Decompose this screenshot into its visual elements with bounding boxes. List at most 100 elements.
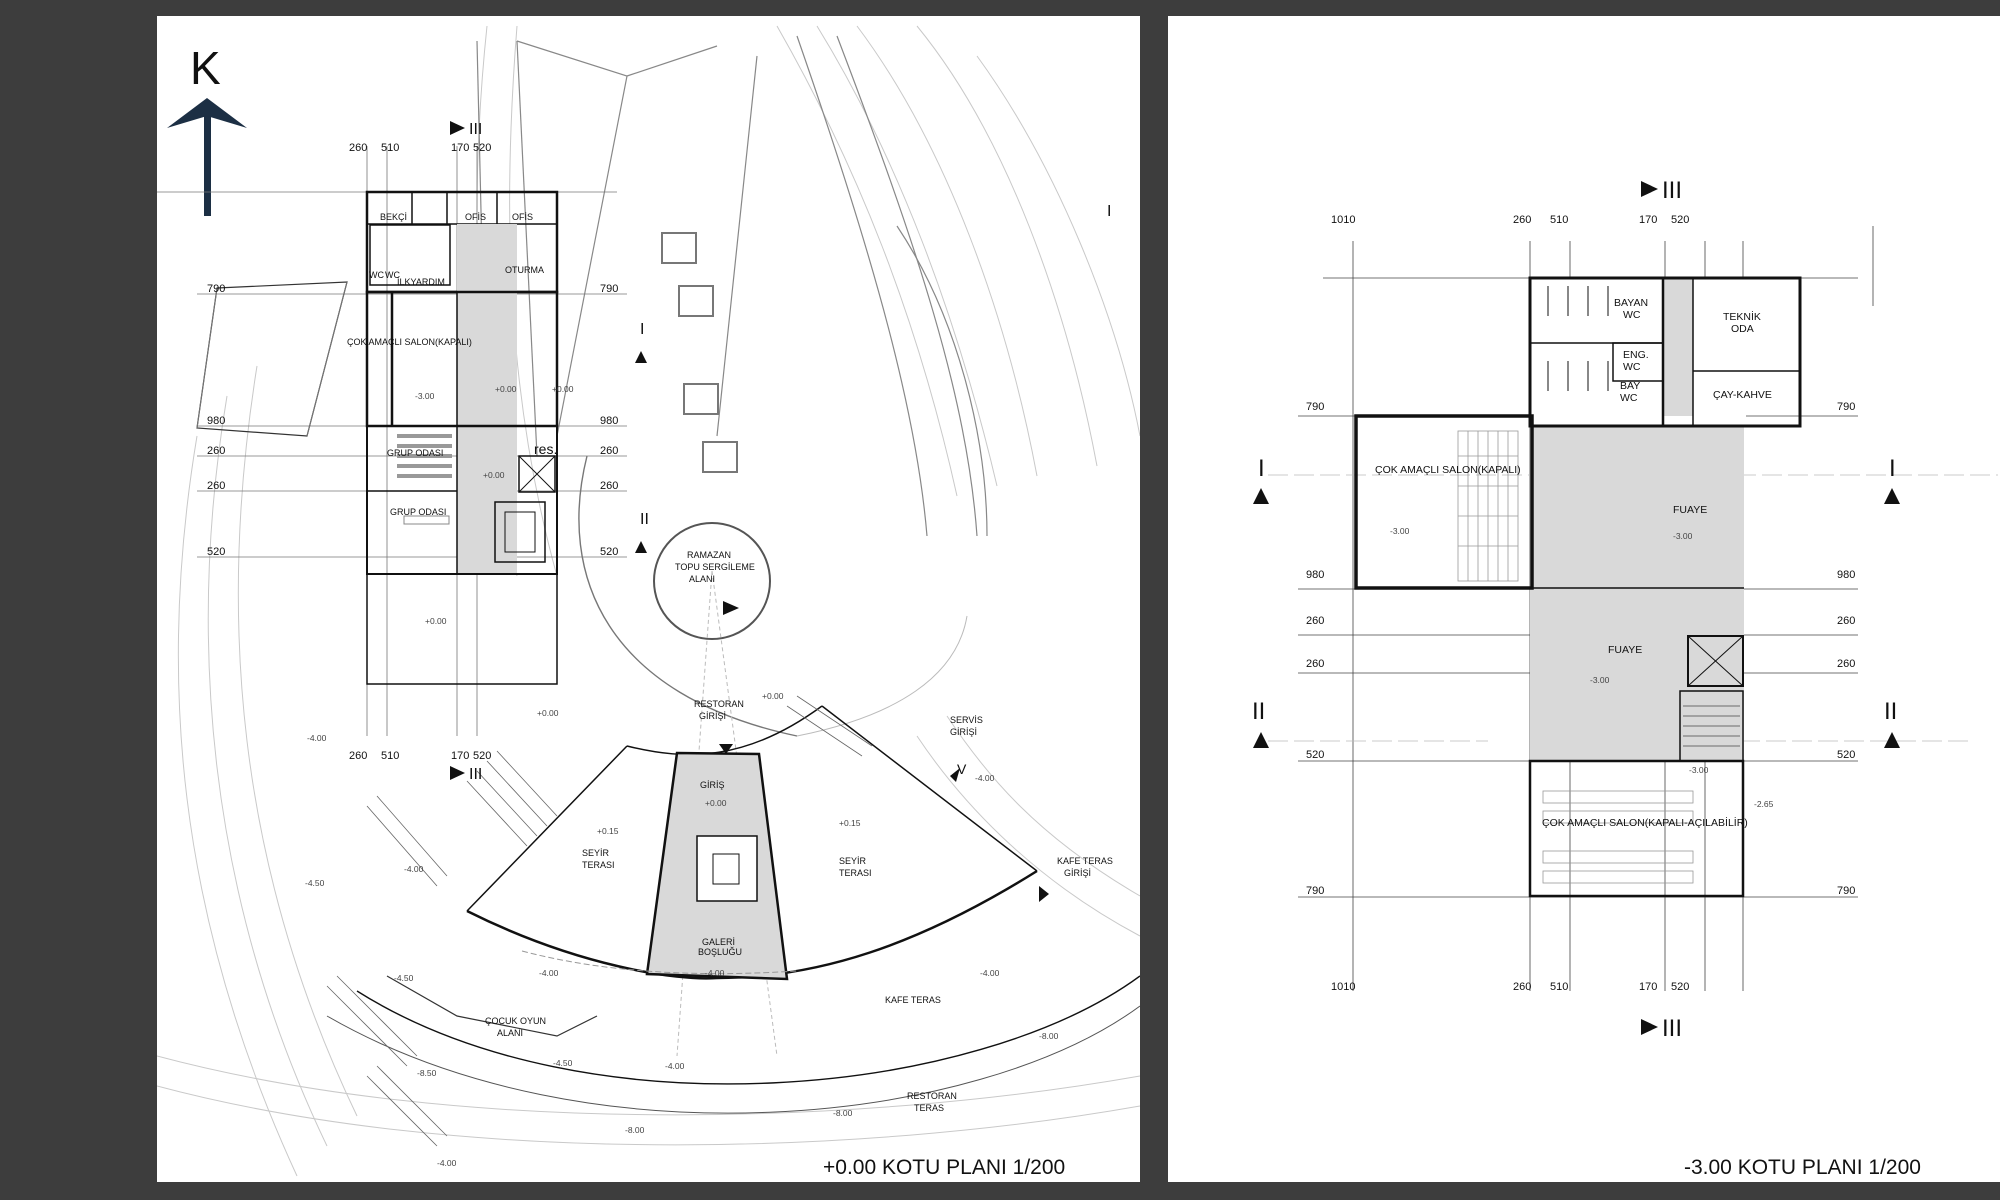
level-mark: -3.00 bbox=[415, 391, 435, 401]
room-bekci: BEKÇİ bbox=[380, 212, 407, 222]
room-bayan-1: BAYAN bbox=[1614, 297, 1648, 309]
room-eng-1: ENG. bbox=[1623, 349, 1649, 361]
level-mark: +0.00 bbox=[537, 708, 559, 718]
dim-bottom-3: 170 bbox=[451, 750, 469, 762]
label-restoran-giris-2: GİRİŞİ bbox=[699, 711, 726, 721]
room-restoran-teras-1: RESTORAN bbox=[907, 1091, 957, 1101]
room-res: res. bbox=[534, 441, 557, 457]
entrance-arrow-icon bbox=[950, 768, 960, 782]
room-cocuk-2: ALANI bbox=[497, 1028, 523, 1038]
ground-floor-plan-sheet: K bbox=[157, 16, 1140, 1182]
level-mark: -3.00 bbox=[1673, 531, 1693, 541]
section-i-right: I bbox=[1107, 203, 1111, 220]
room-seyir-right-2: TERASI bbox=[839, 868, 872, 878]
room-cok-amacli: ÇOK AMAÇLI SALON(KAPALI) bbox=[347, 337, 472, 347]
section-arrow-icon bbox=[635, 351, 647, 363]
dim-top-2: 260 bbox=[1513, 214, 1531, 226]
dim-side-4: 260 bbox=[207, 480, 225, 492]
label-servis-2: GİRİŞİ bbox=[950, 727, 977, 737]
level-mark: +0.15 bbox=[839, 818, 861, 828]
section-v: V bbox=[957, 761, 967, 777]
level-mark: +0.00 bbox=[762, 691, 784, 701]
room-ofis-1: OFİS bbox=[465, 212, 486, 222]
dim-left-6: 790 bbox=[1306, 885, 1324, 897]
north-arrow-icon bbox=[167, 98, 247, 216]
level-mark: -4.00 bbox=[975, 773, 995, 783]
level-mark: +0.00 bbox=[495, 384, 517, 394]
dim-side-right-1: 790 bbox=[600, 283, 618, 295]
level-mark: -4.00 bbox=[437, 1158, 457, 1168]
section-arrow-icon bbox=[1641, 181, 1658, 197]
section-iii-top: III bbox=[469, 121, 482, 138]
dim-side-right-5: 520 bbox=[600, 546, 618, 558]
room-restoran-teras-2: TERAS bbox=[914, 1103, 944, 1113]
level-mark: -4.50 bbox=[394, 973, 414, 983]
dim-left-2: 980 bbox=[1306, 569, 1324, 581]
level-mark: -8.00 bbox=[625, 1125, 645, 1135]
room-seyir-left-1: SEYİR bbox=[582, 848, 610, 858]
room-grup-1: GRUP ODASI bbox=[387, 448, 443, 458]
room-ofis-2: OFİS bbox=[512, 212, 533, 222]
room-bay-2: WC bbox=[1620, 392, 1638, 404]
dim-side-right-2: 980 bbox=[600, 415, 618, 427]
dim-top-5: 520 bbox=[1671, 214, 1689, 226]
room-kafe-teras: KAFE TERAS bbox=[885, 995, 941, 1005]
dim-side-5: 520 bbox=[207, 546, 225, 558]
label-ramazan-2: TOPU SERGİLEME bbox=[675, 562, 755, 572]
room-bay-1: BAY bbox=[1620, 380, 1640, 392]
entrance-arrow-icon bbox=[1039, 886, 1049, 902]
room-wc-2: WC bbox=[385, 270, 400, 280]
dim-side-2: 980 bbox=[207, 415, 225, 427]
level-mark: +0.00 bbox=[425, 616, 447, 626]
dim-top-1: 260 bbox=[349, 142, 367, 154]
room-cocuk-1: ÇOCUK OYUN bbox=[485, 1016, 546, 1026]
level-mark: -8.00 bbox=[1039, 1031, 1059, 1041]
section-iii-top: III bbox=[1662, 177, 1682, 204]
room-fuaye-2: FUAYE bbox=[1608, 644, 1642, 656]
level-mark: -4.00 bbox=[980, 968, 1000, 978]
dim-right-1: 790 bbox=[1837, 401, 1855, 413]
dim-left-4: 260 bbox=[1306, 658, 1324, 670]
room-cok-amacli-acilabilir: ÇOK AMAÇLI SALON(KAPALI-AÇILABİLİR) bbox=[1542, 816, 1748, 829]
dim-top-3: 510 bbox=[1550, 214, 1568, 226]
entrance-arrow-icon bbox=[719, 744, 733, 754]
room-oturma: OTURMA bbox=[505, 265, 544, 275]
dim-bottom-2: 260 bbox=[1513, 981, 1531, 993]
level-mark: -4.00 bbox=[539, 968, 559, 978]
section-ii-mid: II bbox=[640, 511, 649, 528]
dim-right-5: 520 bbox=[1837, 749, 1855, 761]
dim-top-2: 510 bbox=[381, 142, 399, 154]
dim-side-right-3: 260 bbox=[600, 445, 618, 457]
section-arrow-icon bbox=[635, 541, 647, 553]
dim-bottom-2: 510 bbox=[381, 750, 399, 762]
label-galeri-2: BOŞLUĞU bbox=[698, 947, 742, 957]
room-cok-amacli-kapali: ÇOK AMAÇLI SALON(KAPALI) bbox=[1375, 464, 1521, 476]
ground-floor-plan-drawing: K bbox=[157, 25, 1140, 1179]
level-mark: -3.00 bbox=[1390, 526, 1410, 536]
level-mark: +0.15 bbox=[597, 826, 619, 836]
dim-side-right-4: 260 bbox=[600, 480, 618, 492]
dim-right-6: 790 bbox=[1837, 885, 1855, 897]
level-mark: -3.00 bbox=[1689, 765, 1709, 775]
level-mark: +0.00 bbox=[552, 384, 574, 394]
section-arrow-icon bbox=[450, 766, 465, 780]
plan-title-ground: +0.00 KOTU PLANI 1/200 bbox=[823, 1156, 1065, 1179]
section-arrow-icon bbox=[1641, 1019, 1658, 1035]
section-arrow-icon bbox=[450, 121, 465, 135]
dim-right-3: 260 bbox=[1837, 615, 1855, 627]
room-seyir-left-2: TERASI bbox=[582, 860, 615, 870]
dim-bottom-1: 1010 bbox=[1331, 981, 1355, 993]
section-arrow-icon bbox=[1884, 732, 1900, 748]
level-mark: +0.00 bbox=[705, 798, 727, 808]
level-mark: -8.00 bbox=[833, 1108, 853, 1118]
room-wc-1: WC bbox=[369, 270, 384, 280]
label-servis-1: SERVİS bbox=[950, 715, 983, 725]
room-fuaye-1: FUAYE bbox=[1673, 504, 1707, 516]
dim-left-3: 260 bbox=[1306, 615, 1324, 627]
level-mark: -2.65 bbox=[1754, 799, 1774, 809]
section-arrow-icon bbox=[1884, 488, 1900, 504]
level-mark: -4.50 bbox=[305, 878, 325, 888]
dim-right-2: 980 bbox=[1837, 569, 1855, 581]
dim-side-3: 260 bbox=[207, 445, 225, 457]
level-mark: -4.00 bbox=[404, 864, 424, 874]
